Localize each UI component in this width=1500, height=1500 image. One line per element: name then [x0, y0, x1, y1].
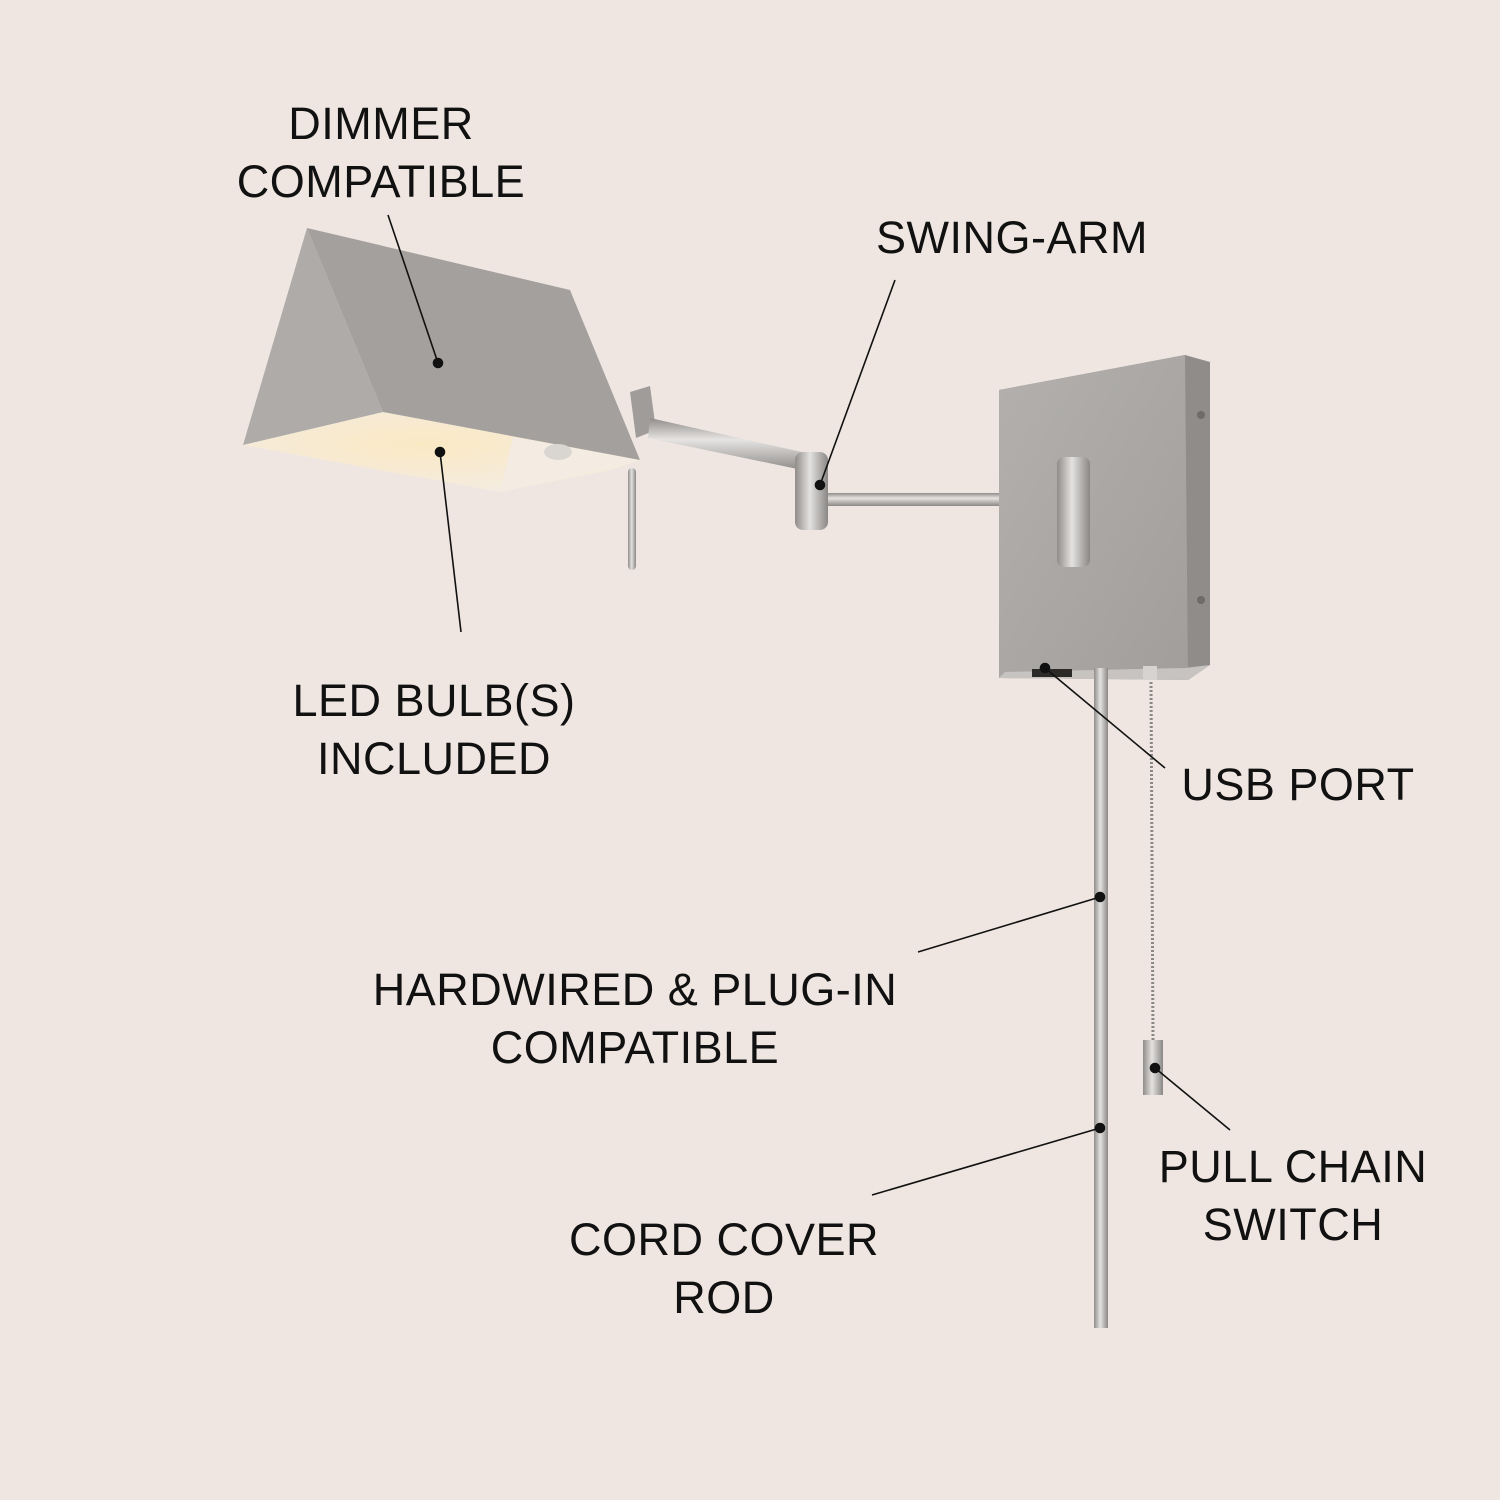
- pull-chain-leader-line: [1154, 1067, 1231, 1131]
- lamp-shade: [243, 228, 640, 570]
- callout-line: INCLUDED: [316, 733, 552, 784]
- callout-swing-arm: SWING-ARM: [876, 209, 1148, 267]
- callout-cord-cover-rod: CORD COVER ROD: [569, 1211, 879, 1327]
- callout-line: SWING-ARM: [876, 212, 1148, 263]
- callout-dimmer-compatible: DIMMER COMPATIBLE: [237, 95, 525, 211]
- bulb: [544, 444, 572, 460]
- callout-line: COMPATIBLE: [236, 156, 526, 207]
- callout-line: COMPATIBLE: [490, 1022, 780, 1073]
- hardwired-leader-line: [917, 896, 1101, 953]
- callout-line: HARDWIRED & PLUG-IN: [372, 964, 898, 1015]
- swing-arm-leader-line: [819, 279, 896, 486]
- callout-pull-chain-switch: PULL CHAIN SWITCH: [1159, 1138, 1427, 1254]
- callout-line: DIMMER: [288, 98, 474, 149]
- shade-handle: [628, 468, 636, 570]
- wall-backplate: [999, 355, 1210, 680]
- cord-cover-rod: [1094, 668, 1108, 1328]
- callout-line: ROD: [673, 1272, 775, 1323]
- callout-led-bulb: LED BULB(S) INCLUDED: [292, 672, 575, 788]
- callout-line: CORD COVER: [568, 1214, 880, 1265]
- cord-cover-leader-line: [871, 1127, 1101, 1196]
- dimmer-leader-line: [387, 214, 439, 364]
- callout-hardwired-plug-in: HARDWIRED & PLUG-IN COMPATIBLE: [373, 961, 898, 1077]
- arm-pivot: [1057, 457, 1090, 567]
- callout-line: PULL CHAIN: [1158, 1141, 1428, 1192]
- pull-chain: [1149, 681, 1155, 1041]
- pull-switch-base: [1143, 666, 1157, 680]
- callout-line: USB PORT: [1181, 759, 1415, 810]
- callout-line: SWITCH: [1202, 1199, 1384, 1250]
- led-leader-line: [439, 451, 462, 633]
- callout-line: LED BULB(S): [292, 675, 576, 726]
- elbow-joint: [795, 452, 828, 530]
- callout-usb-port: USB PORT: [1181, 756, 1414, 814]
- usb-leader-line: [1044, 667, 1166, 769]
